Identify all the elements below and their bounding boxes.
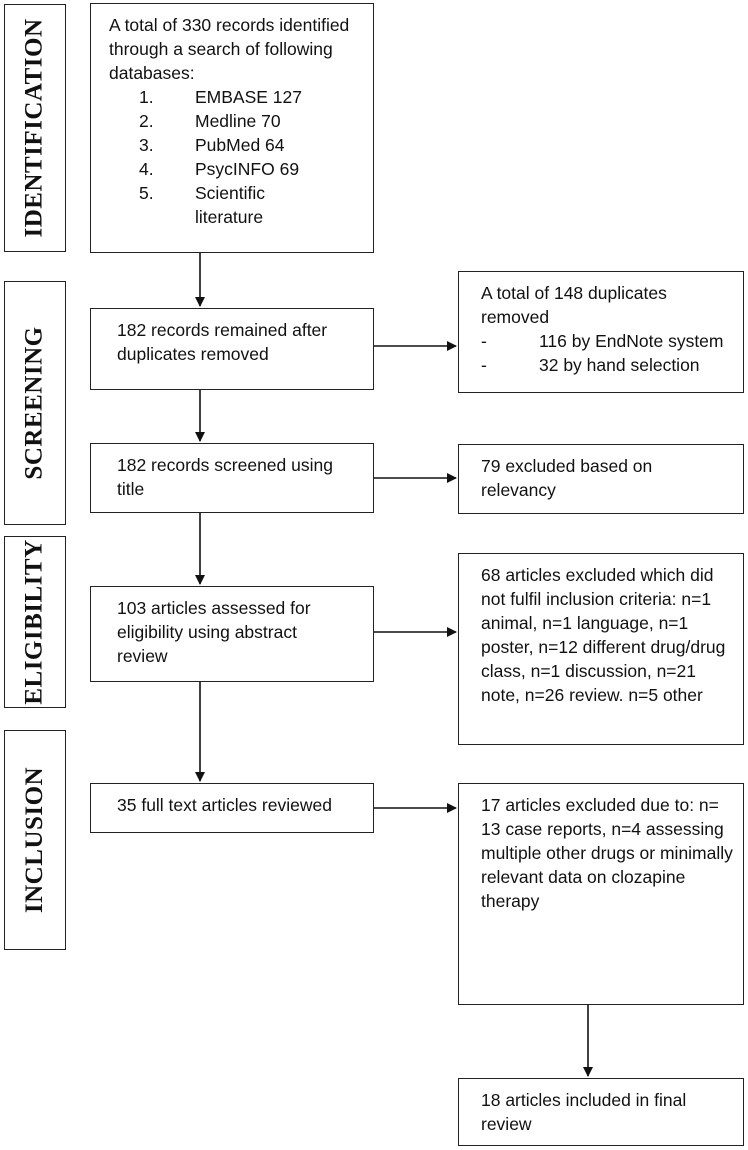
- stage-screening: SCREENING: [4, 281, 66, 525]
- screened-box: 182 records screened using title: [90, 443, 374, 513]
- duplicates-item: -32 by hand selection: [481, 355, 700, 375]
- fulltext-box: 35 full text articles reviewed: [90, 783, 374, 833]
- database-list: 1.EMBASE 127 2.Medline 70 3.PubMed 64 4.…: [109, 85, 363, 229]
- records-remained-text: 182 records remained after duplicates re…: [117, 320, 328, 364]
- identification-intro: A total of 330 records identified throug…: [109, 15, 350, 83]
- fulltext-text: 35 full text articles reviewed: [117, 795, 332, 815]
- excluded-fulltext-box: 17 articles excluded due to: n= 13 case …: [458, 783, 744, 921]
- stage-eligibility: ELIGIBILITY: [4, 536, 66, 708]
- excluded-fulltext-text: 17 articles excluded due to: n= 13 case …: [481, 795, 733, 911]
- eligibility-text: 103 articles assessed for eligibility us…: [117, 598, 311, 666]
- excluded-criteria-box: 68 articles excluded which did not fulfi…: [458, 553, 744, 745]
- final-included-box: 18 articles included in final review: [458, 1078, 744, 1146]
- database-item: 3.PubMed 64: [139, 135, 285, 155]
- duplicates-item: -116 by EndNote system: [481, 331, 724, 351]
- stage-identification: IDENTIFICATION: [4, 4, 66, 252]
- final-included-text: 18 articles included in final review: [481, 1090, 687, 1134]
- database-item: 4.PsycINFO 69: [139, 159, 300, 179]
- excluded-relevancy-box: 79 excluded based on relevancy: [458, 444, 744, 514]
- identification-box: A total of 330 records identified throug…: [90, 3, 374, 253]
- records-remained-box: 182 records remained after duplicates re…: [90, 308, 374, 390]
- database-item: 5.Scientific literature: [139, 183, 266, 227]
- eligibility-box: 103 articles assessed for eligibility us…: [90, 586, 374, 682]
- excluded-relevancy-text: 79 excluded based on relevancy: [481, 456, 653, 500]
- stage-inclusion: INCLUSION: [4, 730, 66, 950]
- database-item: 2.Medline 70: [139, 111, 281, 131]
- duplicates-text: A total of 148 duplicates removed: [481, 283, 667, 327]
- excluded-fulltext-extension-box: [458, 919, 744, 1005]
- duplicates-box: A total of 148 duplicates removed -116 b…: [458, 271, 744, 393]
- database-item: 1.EMBASE 127: [139, 87, 302, 107]
- screened-text: 182 records screened using title: [117, 455, 333, 499]
- excluded-criteria-text: 68 articles excluded which did not fulfi…: [481, 565, 726, 705]
- duplicates-list: -116 by EndNote system -32 by hand selec…: [481, 329, 733, 377]
